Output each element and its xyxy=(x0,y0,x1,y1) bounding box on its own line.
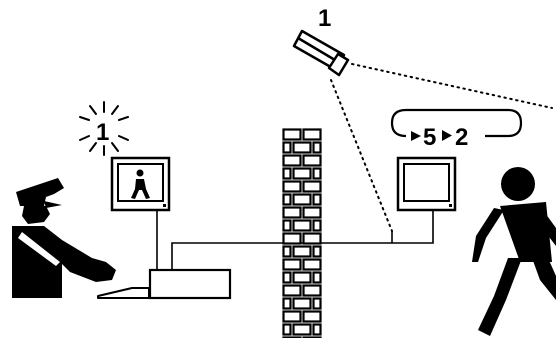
keyboard-icon xyxy=(98,288,149,298)
wall-brick xyxy=(284,221,291,231)
wall-brick xyxy=(294,169,311,179)
wall-brick xyxy=(304,312,321,322)
wall-brick xyxy=(284,208,301,218)
wall-brick xyxy=(314,195,321,205)
camera-icon xyxy=(294,31,348,75)
wall-brick xyxy=(314,143,321,153)
wall-brick xyxy=(304,182,321,192)
wall-brick xyxy=(284,325,291,335)
wall-brick xyxy=(294,273,311,283)
controller-icon xyxy=(150,270,230,298)
wall-brick xyxy=(304,286,321,296)
wall-brick xyxy=(314,299,321,309)
wall-brick xyxy=(314,273,321,283)
remote-monitor-icon xyxy=(398,158,455,210)
wall-brick xyxy=(284,273,291,283)
wall-brick xyxy=(314,221,321,231)
wall-brick xyxy=(284,182,301,192)
pedestrian-icon xyxy=(472,167,556,336)
wall-brick xyxy=(284,260,301,270)
wall-brick xyxy=(284,312,301,322)
wall-brick xyxy=(294,247,311,257)
wall-brick xyxy=(284,247,291,257)
wall-brick xyxy=(284,156,301,166)
wall-brick xyxy=(284,143,291,153)
alarm-number-label: 1 xyxy=(96,119,109,146)
sequence-from-label: 5 xyxy=(423,124,436,151)
camera-number-label: 1 xyxy=(318,5,331,32)
wall-brick xyxy=(294,325,311,335)
wall-brick xyxy=(294,221,311,231)
wall-brick xyxy=(304,208,321,218)
wall-brick xyxy=(314,169,321,179)
wall-brick xyxy=(314,247,321,257)
wall-brick xyxy=(304,156,321,166)
sequence-to-label: 2 xyxy=(455,124,468,151)
wall-brick xyxy=(304,130,321,140)
wall-brick xyxy=(284,195,291,205)
wall-brick xyxy=(284,286,301,296)
wall-brick xyxy=(304,260,321,270)
brick-wall-icon xyxy=(284,130,321,338)
wall-brick xyxy=(294,299,311,309)
wall-brick xyxy=(304,234,321,244)
wall-brick xyxy=(314,325,321,335)
wall-brick xyxy=(284,234,301,244)
wall-brick xyxy=(284,169,291,179)
sequence-mid-arrow xyxy=(442,130,452,141)
wall-brick xyxy=(294,143,311,153)
wall-brick xyxy=(284,299,291,309)
wall-brick xyxy=(294,195,311,205)
wall-brick xyxy=(284,130,301,140)
sequence-arrow-head xyxy=(411,131,421,141)
